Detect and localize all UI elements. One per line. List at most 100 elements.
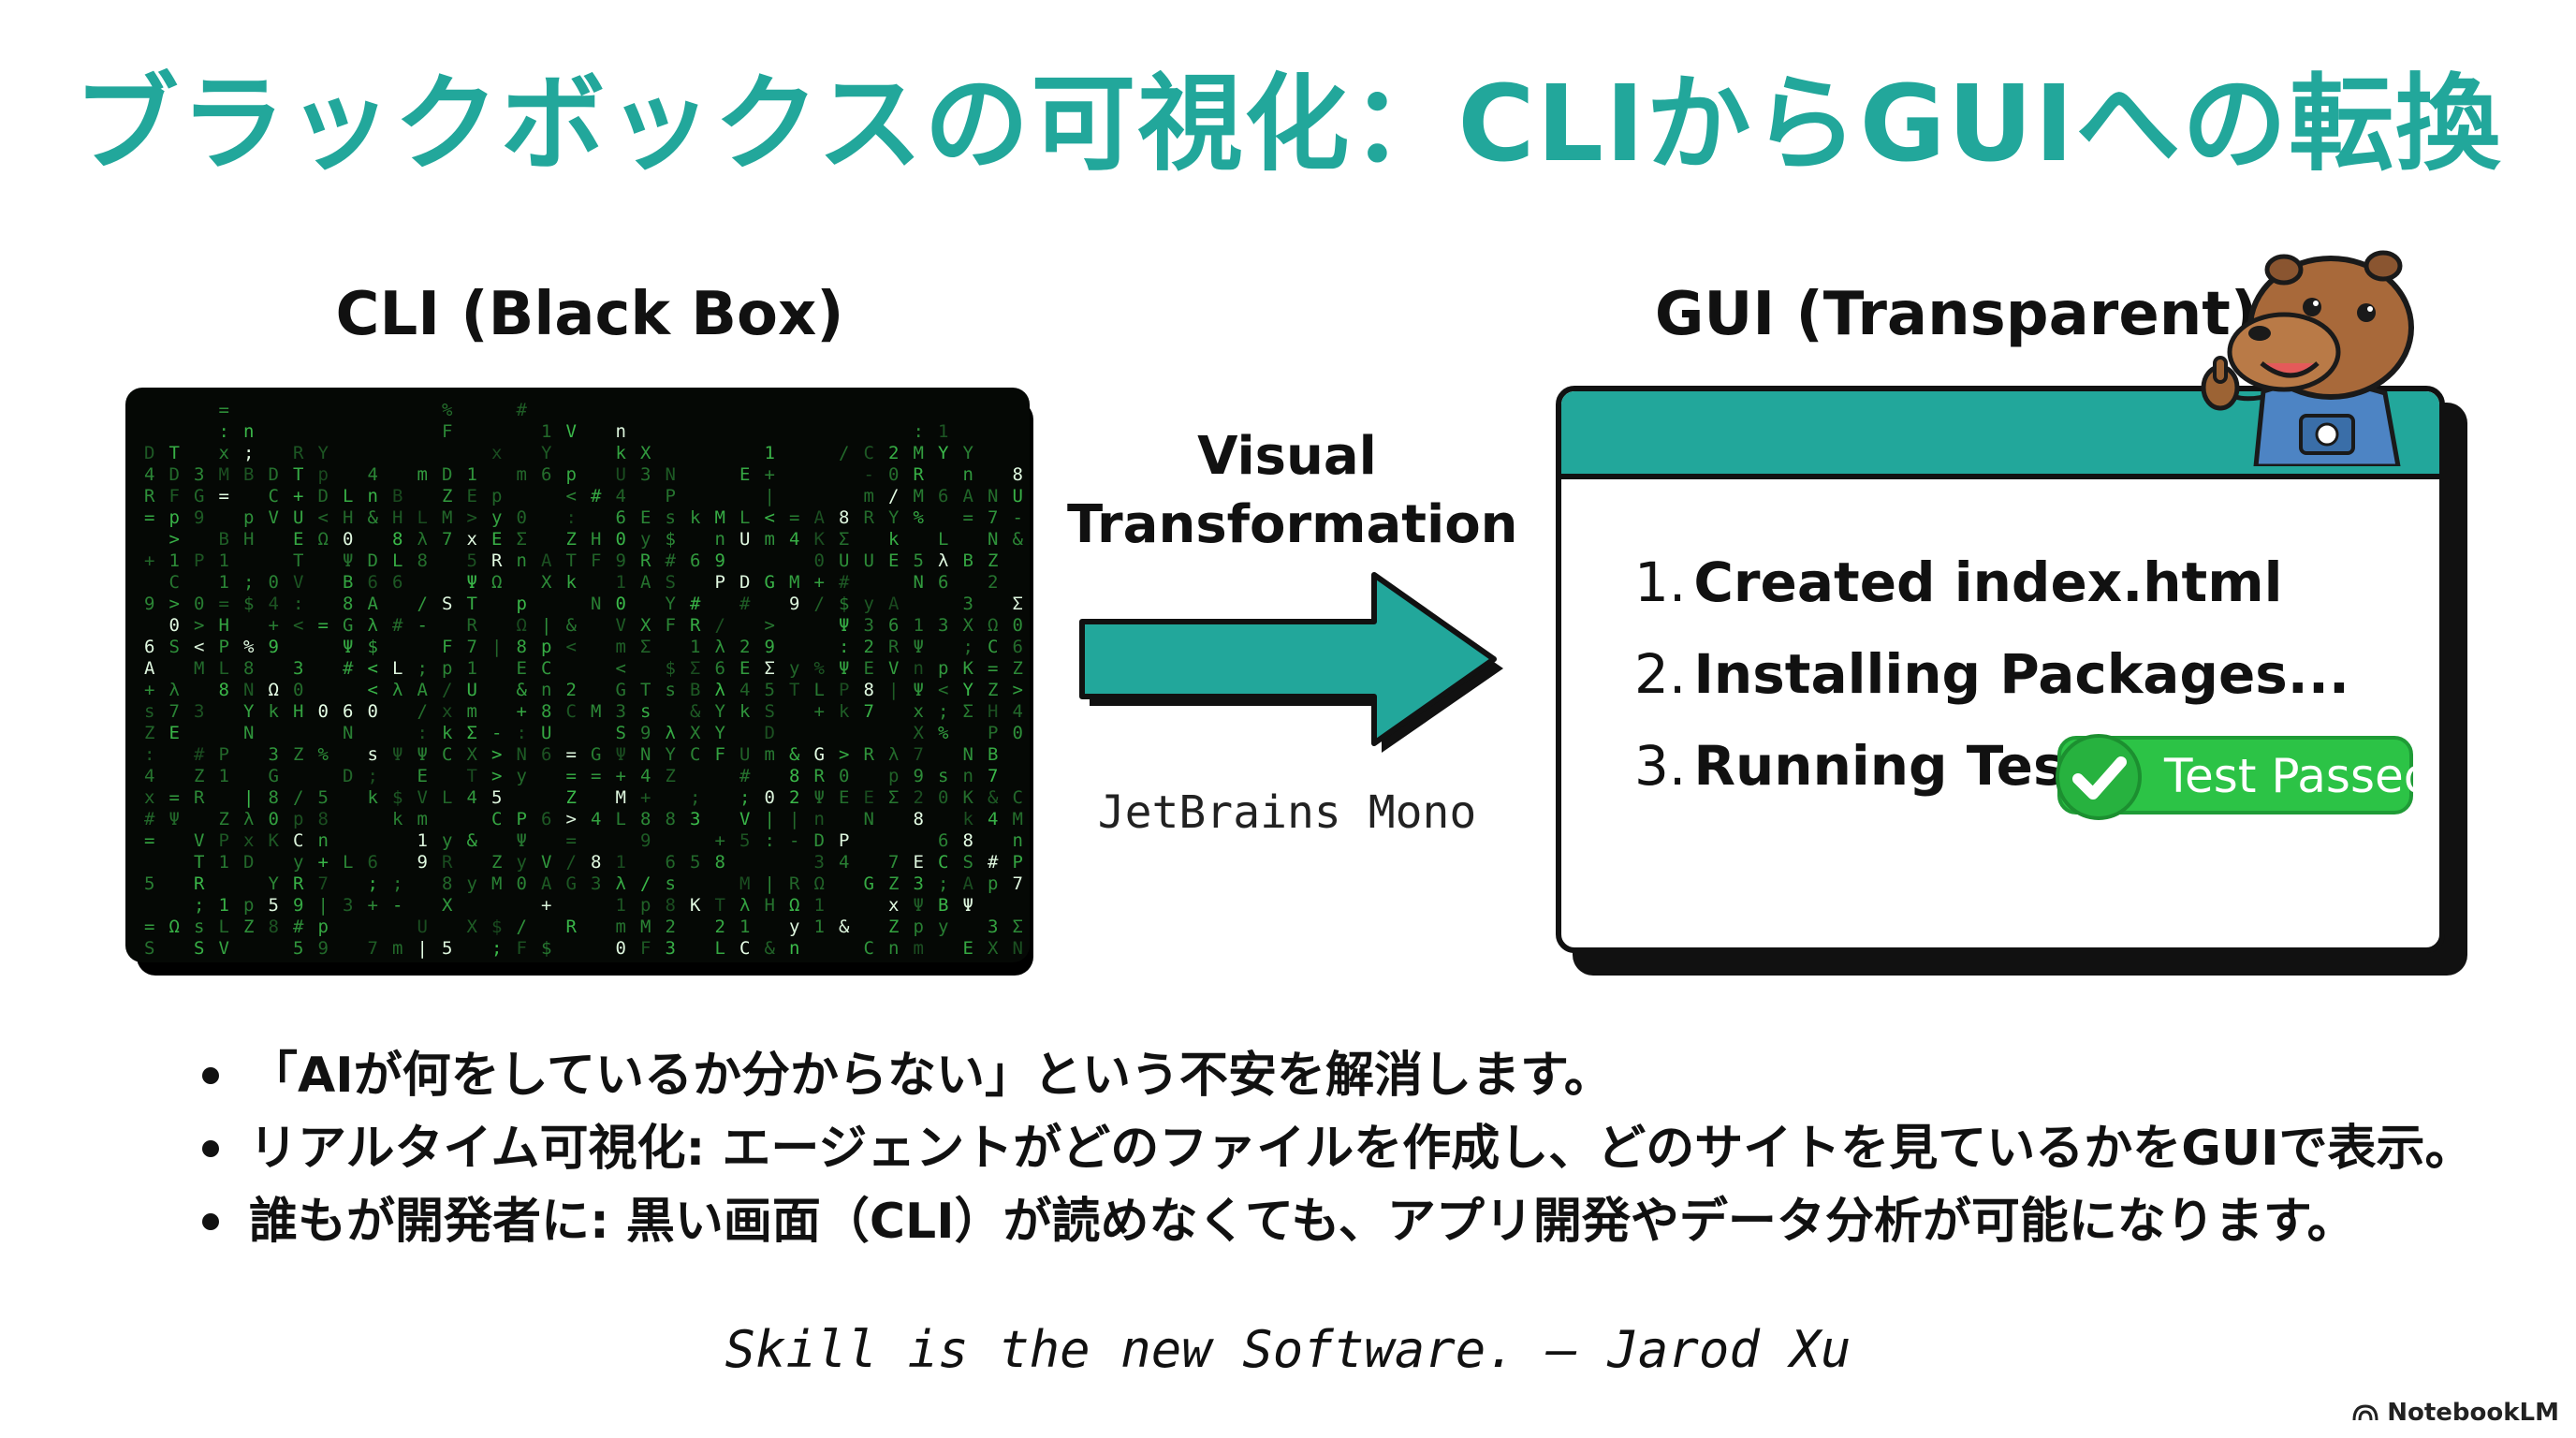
svg-text:/: / [839,443,849,463]
svg-text:;: ; [963,637,973,657]
svg-text:C: C [566,701,577,722]
svg-text:5: 5 [739,830,750,851]
svg-text:Σ: Σ [640,637,651,657]
svg-text:G: G [566,873,577,894]
svg-text:+: + [814,572,825,593]
svg-text:E: E [864,787,874,808]
svg-text:$: $ [491,917,502,937]
svg-text:#: # [591,486,602,506]
svg-text:8: 8 [789,766,799,786]
svg-text:$: $ [243,594,254,614]
svg-text:m: m [517,464,527,485]
svg-text:L: L [343,852,353,873]
svg-text:T: T [566,550,577,571]
svg-text:<: < [765,507,775,528]
svg-text:9: 9 [616,550,626,571]
svg-text:3: 3 [616,701,626,722]
svg-text:K: K [269,830,280,851]
svg-text:p: p [640,895,651,916]
svg-text:0: 0 [517,507,527,528]
svg-text:M: M [194,658,204,679]
svg-text:B: B [343,572,353,593]
svg-text:H: H [392,507,402,528]
svg-text:Y: Y [715,701,726,722]
svg-text:C: C [988,637,998,657]
svg-text:&: & [690,701,701,722]
svg-text:R: R [491,550,503,571]
svg-text:E: E [517,658,527,679]
svg-text:8: 8 [640,809,651,829]
svg-text:H: H [591,529,601,550]
svg-text:7: 7 [467,637,477,657]
svg-text:P: P [988,723,998,743]
svg-text:8: 8 [243,658,254,679]
svg-text:C: C [293,830,303,851]
svg-text:V: V [566,421,577,442]
svg-text:R: R [789,873,800,894]
svg-text:G: G [591,744,601,765]
svg-text:K: K [963,787,974,808]
svg-text:8: 8 [442,873,452,894]
svg-text:λ: λ [715,680,725,700]
svg-text:H: H [243,529,254,550]
svg-text:#: # [343,658,354,679]
svg-text:p: p [888,766,899,786]
svg-text:H: H [765,895,775,916]
bullet-dot-icon [202,1067,219,1084]
svg-text:λ: λ [739,895,750,916]
svg-text:n: n [541,680,551,700]
svg-text:;: ; [938,701,948,722]
svg-text:7: 7 [1013,873,1023,894]
svg-text:A: A [640,572,651,593]
svg-text:3: 3 [690,809,700,829]
svg-text:s: s [938,766,948,786]
test-passed-badge: Test Passed [2056,734,2434,820]
svg-text:U: U [417,917,428,937]
svg-text:λ: λ [715,637,725,657]
svg-text:T: T [293,550,303,571]
svg-text:+: + [517,701,527,722]
svg-text:D: D [765,723,775,743]
svg-text:B: B [938,895,948,916]
svg-text:+: + [616,766,626,786]
svg-text:N: N [988,486,998,506]
svg-text:U: U [467,680,477,700]
svg-text:E: E [739,464,750,485]
svg-text:>: > [194,615,204,636]
svg-text:P: P [839,680,849,700]
svg-text:0: 0 [517,873,527,894]
svg-text:Ω: Ω [269,680,279,700]
svg-text:E: E [963,938,973,959]
svg-text:Ω: Ω [517,615,527,636]
svg-text:=: = [144,917,154,937]
svg-text:D: D [368,550,378,571]
notebooklm-logo-icon [2352,1404,2378,1421]
svg-text:4: 4 [144,766,154,786]
svg-text:;: ; [368,873,378,894]
svg-text:N: N [864,809,874,829]
svg-text:p: p [442,658,452,679]
svg-text:Y: Y [666,744,677,765]
svg-text:1: 1 [690,637,700,657]
svg-text:>: > [491,744,502,765]
svg-text:&: & [467,830,478,851]
svg-text:2: 2 [914,787,924,808]
svg-text:D: D [739,572,750,593]
svg-text:R: R [442,852,453,873]
bullet-item: 「AIが何をしているか分からない」という不安を解消します。 [197,1039,2474,1112]
slide-title: ブラックボックスの可視化：CLIからGUIへの転換 [73,64,2503,185]
svg-text:|: | [765,809,775,829]
svg-text:Ψ: Ψ [417,744,428,765]
svg-text:/: / [442,680,452,700]
svg-text:X: X [640,443,651,463]
svg-text:N: N [963,744,973,765]
svg-text:>: > [566,809,577,829]
svg-text:R: R [293,443,304,463]
svg-text:N: N [343,723,353,743]
svg-text:5: 5 [467,550,477,571]
svg-text:<: < [368,658,378,679]
svg-text:<: < [293,615,303,636]
svg-text:<: < [938,680,948,700]
svg-text:3: 3 [988,917,998,937]
svg-text:;: ; [690,787,700,808]
